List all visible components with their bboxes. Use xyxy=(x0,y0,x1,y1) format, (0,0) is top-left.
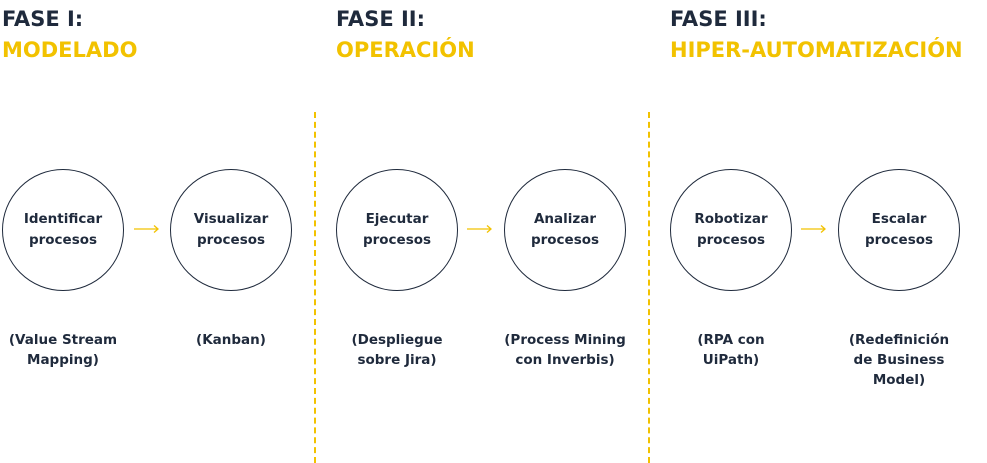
note-process-mining: (Process Mining con Inverbis) xyxy=(504,332,626,368)
note-rpa-uipath: (RPA con UiPath) xyxy=(697,332,765,368)
phase-divider-2 xyxy=(648,112,650,463)
step-analizar-procesos: Analizar procesos xyxy=(504,169,626,291)
phase-3-name: HIPER-AUTOMATIZACIÓN xyxy=(670,38,963,62)
note-despliegue-jira: (Despliegue sobre Jira) xyxy=(351,332,443,368)
phase-2-title: FASE II: OPERACIÓN xyxy=(336,4,475,66)
phase-3-label: FASE III: xyxy=(670,7,767,31)
phase-3-title: FASE III: HIPER-AUTOMATIZACIÓN xyxy=(670,4,963,66)
note-business-model: (Redefinición de Business Model) xyxy=(848,332,950,388)
phase-divider-1 xyxy=(314,112,316,463)
step-identificar-title: Identificar procesos xyxy=(23,211,103,248)
step-analizar-title: Analizar procesos xyxy=(530,211,600,248)
phase-2-name: OPERACIÓN xyxy=(336,38,475,62)
phase-1-label: FASE I: xyxy=(2,7,84,31)
step-escalar-title: Escalar procesos xyxy=(864,211,934,248)
arrow-icon xyxy=(467,225,492,233)
step-robotizar-procesos: Robotizar procesos xyxy=(670,169,792,291)
step-escalar-procesos: Escalar procesos xyxy=(838,169,960,291)
step-ejecutar-procesos: Ejecutar procesos xyxy=(336,169,458,291)
phase-1-name: MODELADO xyxy=(2,38,138,62)
arrow-icon xyxy=(801,225,826,233)
phase-1-title: FASE I: MODELADO xyxy=(2,4,137,66)
step-visualizar-title: Visualizar procesos xyxy=(193,211,269,248)
step-ejecutar-title: Ejecutar procesos xyxy=(362,211,432,248)
arrow-icon xyxy=(134,225,159,233)
note-kanban: (Kanban) xyxy=(196,332,266,348)
step-identificar-procesos: Identificar procesos xyxy=(2,169,124,291)
step-visualizar-procesos: Visualizar procesos xyxy=(170,169,292,291)
step-robotizar-title: Robotizar procesos xyxy=(694,211,768,248)
phase-2-label: FASE II: xyxy=(336,7,425,31)
note-value-stream-mapping: (Value Stream Mapping) xyxy=(8,332,118,368)
